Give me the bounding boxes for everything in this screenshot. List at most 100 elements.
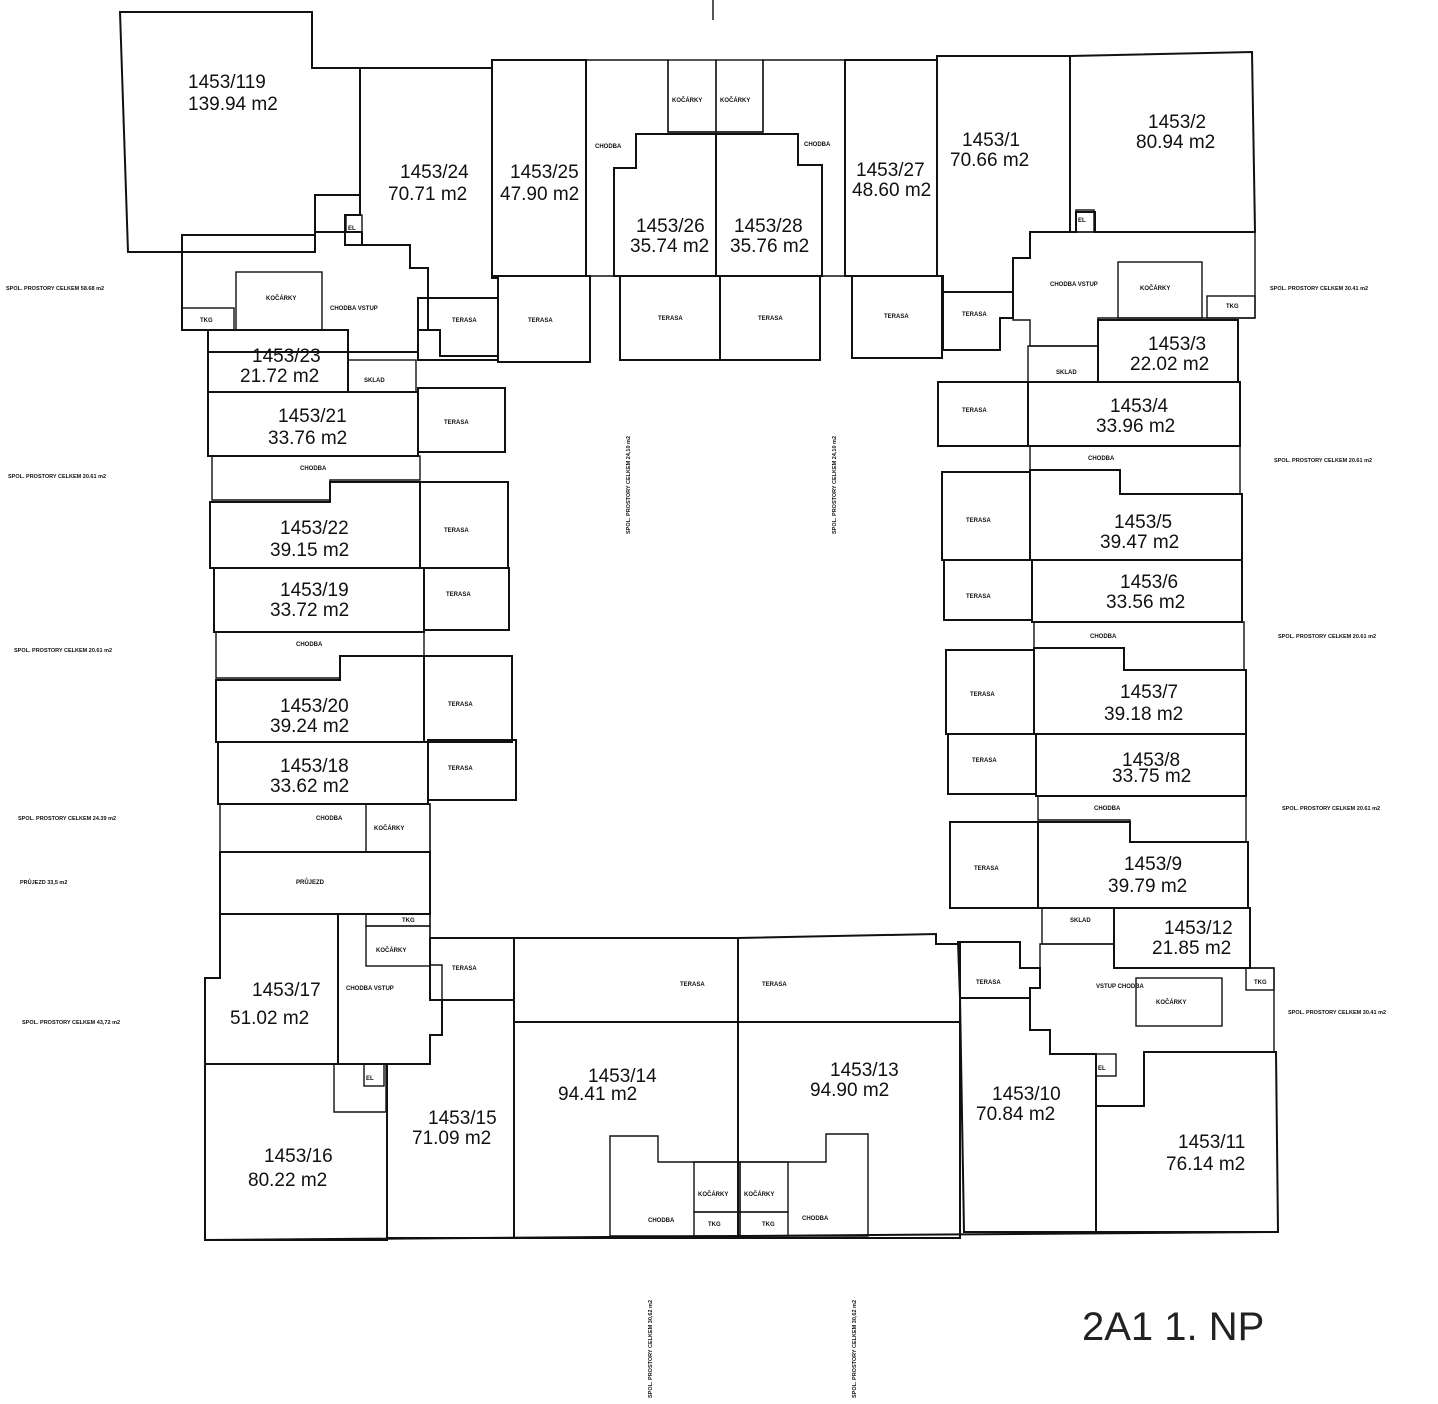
terasa-right-4	[937, 381, 1029, 447]
chodba-label: CHODBA	[595, 144, 622, 150]
unit-area: 21.85 m2	[1152, 938, 1231, 959]
terasa-left-21	[417, 387, 506, 453]
kocarky-label: KOČÁRKY	[376, 947, 406, 954]
terasa-left-22	[419, 481, 509, 569]
side-note-vertical: SPOL. PROSTORY CELKEM 30,62 m2	[648, 1300, 654, 1398]
kocarky-room-bottom-2	[739, 1161, 789, 1213]
terasa-right-lower	[956, 941, 1041, 999]
unit-1453-1-outline	[936, 55, 1071, 293]
pruchod-passage	[219, 851, 431, 915]
unit-area: 33.62 m2	[270, 776, 349, 797]
unit-number: 1453/25	[510, 162, 579, 183]
unit-area: 70.71 m2	[388, 184, 467, 205]
unit-number: 1453/14	[588, 1066, 657, 1087]
chodba-label: CHODBA	[316, 816, 343, 822]
right-upper-corridor	[1012, 231, 1256, 347]
el-room-lower-right	[1095, 1053, 1117, 1077]
chodba-label: CHODBA	[802, 1216, 829, 1222]
unit-area: 80.22 m2	[248, 1170, 327, 1191]
unit-area: 33.75 m2	[1112, 766, 1191, 787]
sklad-room-left	[347, 359, 417, 393]
side-note: SPOL. PROSTORY CELKEM 30.41 m2	[1270, 286, 1368, 292]
unit-number: 1453/5	[1114, 512, 1172, 533]
side-note-vertical: SPOL. PROSTORY CELKEM 24,10 m2	[832, 436, 838, 534]
terasa-right-5	[941, 471, 1031, 561]
terasa-right-9	[949, 821, 1039, 909]
tkg-label: TKG	[200, 318, 213, 324]
kocarky-label: KOČÁRKY	[1140, 285, 1170, 292]
terasa-label: TERASA	[962, 408, 987, 414]
unit-number: 1453/23	[252, 346, 321, 367]
terasa-right-6	[943, 559, 1033, 621]
unit-number: 1453/15	[428, 1108, 497, 1129]
unit-number: 1453/11	[1178, 1132, 1245, 1153]
chodba-vstup-label: CHODBA VSTUP	[1050, 282, 1098, 288]
unit-area: 47.90 m2	[500, 184, 579, 205]
chodba-label: CHODBA	[300, 466, 327, 472]
el-label: EL	[1098, 1066, 1106, 1072]
terasa-top-28	[719, 275, 821, 361]
unit-number: 1453/12	[1164, 918, 1233, 939]
kocarky-label: KOČÁRKY	[1156, 999, 1186, 1006]
terasa-bottom-14	[513, 937, 739, 1023]
side-note: SPOL. PROSTORY CELKEM 20.61 m2	[14, 648, 112, 654]
side-notes: SPOL. PROSTORY CELKEM 58.68 m2 SPOL. PRO…	[6, 286, 1386, 1398]
side-note: SPOL. PROSTORY CELKEM 24.39 m2	[18, 816, 116, 822]
tkg-room-lower-left	[365, 913, 431, 927]
room-labels: TERASA TERASA TERASA TERASA TERASA TERAS…	[200, 97, 1267, 1228]
unit-area: 48.60 m2	[852, 180, 931, 201]
unit-area: 94.90 m2	[810, 1080, 889, 1101]
terasa-label: TERASA	[658, 316, 683, 322]
kocarky-label: KOČÁRKY	[374, 825, 404, 832]
terasa-bottom-13	[737, 932, 961, 1023]
side-note: SPOL. PROSTORY CELKEM 20.61 m2	[8, 474, 106, 480]
kocarky-label: KOČÁRKY	[720, 97, 750, 104]
chodba-vstup-label: CHODBA VSTUP	[330, 306, 378, 312]
tkg-label: TKG	[708, 1222, 721, 1228]
unit-area: 80.94 m2	[1136, 132, 1215, 153]
terasa-label: TERASA	[974, 866, 999, 872]
unit-number: 1453/8	[1122, 750, 1180, 771]
el-room-upper-left	[345, 214, 363, 233]
unit-number: 1453/26	[636, 216, 705, 237]
unit-area: 139.94 m2	[188, 94, 278, 115]
tkg-label: TKG	[1226, 304, 1239, 310]
terasa-label: TERASA	[762, 982, 787, 988]
unit-area: 21.72 m2	[240, 366, 319, 387]
chodba-vstup-label: CHODBA VSTUP	[346, 986, 394, 992]
unit-area: 33.56 m2	[1106, 592, 1185, 613]
unit-area: 39.24 m2	[270, 716, 349, 737]
el-room-lower-left	[363, 1063, 385, 1087]
kocarky-room-top-2	[715, 59, 764, 133]
unit-number: 1453/20	[280, 696, 349, 717]
unit-area: 70.66 m2	[950, 150, 1029, 171]
kocarky-room-lower-right	[1135, 977, 1223, 1027]
unit-number: 1453/9	[1124, 854, 1182, 875]
vstup-chodba-label: VSTUP CHODBA	[1096, 984, 1145, 990]
unit-number: 1453/3	[1148, 334, 1206, 355]
sklad-room-right-lower	[1041, 907, 1115, 945]
sklad-label: SKLAD	[1056, 370, 1077, 376]
unit-1453-14-outline	[513, 1021, 739, 1239]
side-note: PRŮJEZD 33,5 m2	[20, 878, 67, 886]
unit-area: 35.76 m2	[730, 236, 809, 257]
terasa-label: TERASA	[452, 966, 477, 972]
unit-1453-10-outline	[958, 997, 1097, 1233]
side-note-vertical: SPOL. PROSTORY CELKEM 24,10 m2	[626, 436, 632, 534]
unit-number: 1453/19	[280, 580, 349, 601]
terasa-left-18	[427, 739, 517, 801]
unit-number: 1453/10	[992, 1084, 1061, 1105]
terasa-label: TERASA	[448, 766, 473, 772]
side-note: SPOL. PROSTORY CELKEM 20.61 m2	[1274, 458, 1372, 464]
chodba-right-3	[1037, 795, 1247, 843]
terasa-label: TERASA	[758, 316, 783, 322]
unit-number: 1453/2	[1148, 112, 1206, 133]
unit-area: 39.79 m2	[1108, 876, 1187, 897]
unit-number: 1453/22	[280, 518, 349, 539]
terasa-label: TERASA	[528, 318, 553, 324]
unit-number: 1453/119	[188, 72, 266, 93]
sklad-room-right	[1027, 345, 1099, 383]
terasa-label: TERASA	[970, 692, 995, 698]
side-note: SPOL. PROSTORY CELKEM 30.41 m2	[1288, 1010, 1386, 1016]
